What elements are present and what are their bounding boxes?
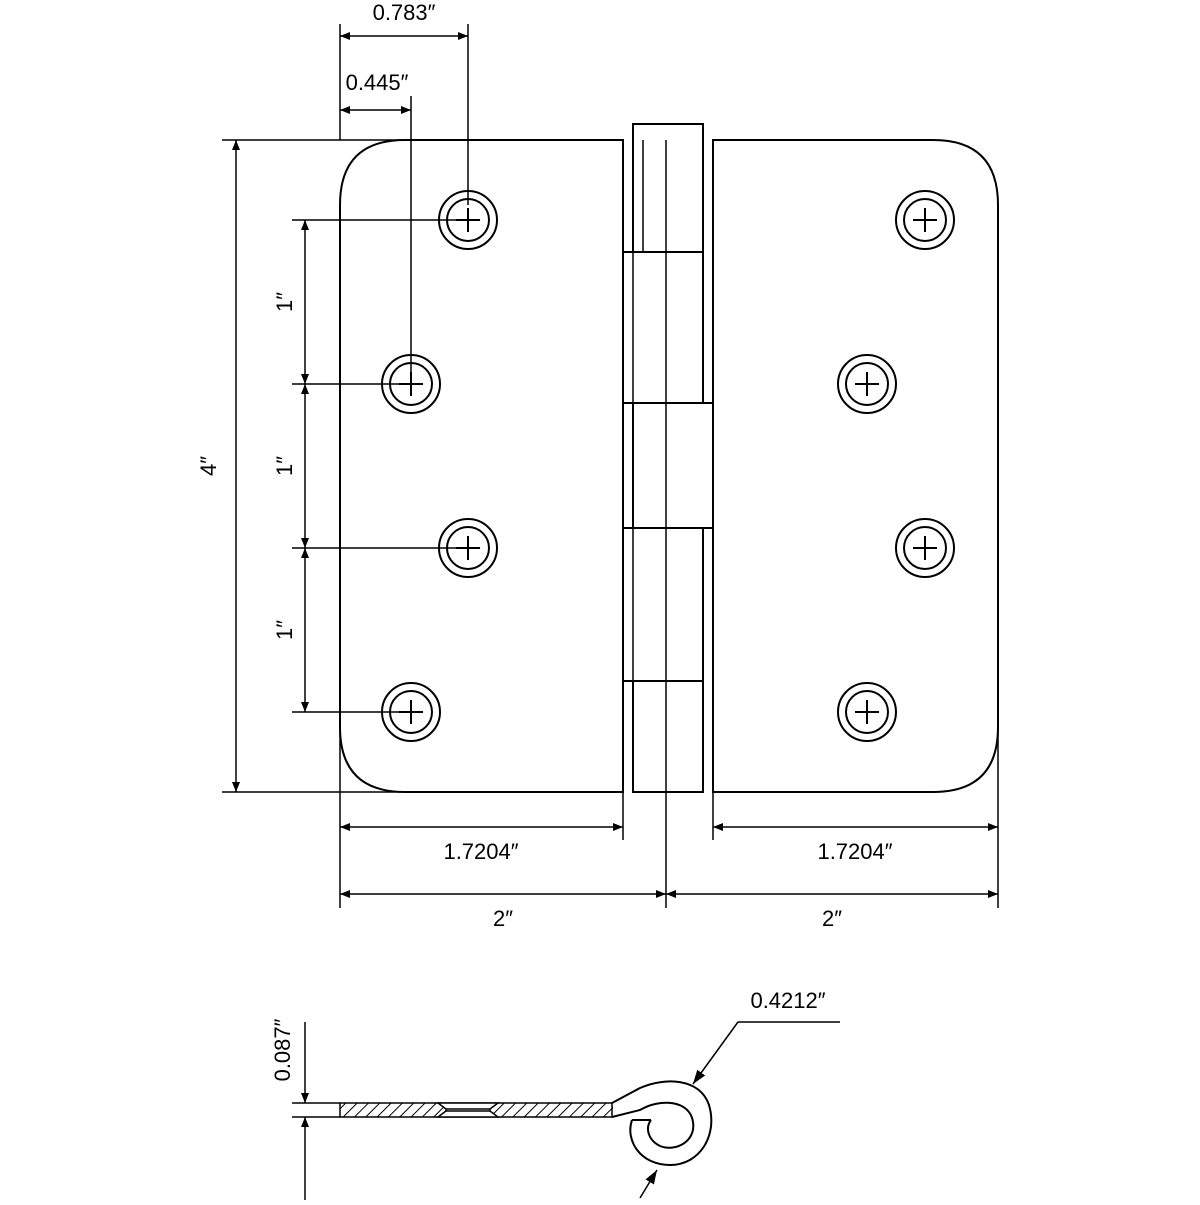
dim-label-knuckle-diameter: 0.4212″ (750, 988, 825, 1013)
dim-thickness: 0.087″ (270, 1018, 340, 1200)
dim-overall-height: 4″ (196, 139, 470, 793)
left-leaf-outline (339, 139, 624, 793)
dim-label-thickness: 0.087″ (270, 1018, 295, 1081)
dim-widths: 1.7204″ 1.7204″ 2″ 2″ (339, 727, 999, 931)
screw-holes (381, 190, 955, 742)
dim-label-spacing-2: 1″ (272, 456, 297, 476)
dim-top-offsets: 0.783″ 0.445″ (339, 0, 469, 380)
dim-label-left-flat: 1.7204″ (443, 839, 518, 864)
dim-label-spacing-1: 1″ (272, 292, 297, 312)
dim-label-0445: 0.445″ (346, 70, 409, 95)
dim-label-right-width: 2″ (822, 906, 842, 931)
hinge-cross-section (339, 1080, 713, 1167)
dim-hole-spacing: 1″ 1″ 1″ (272, 219, 468, 713)
right-leaf-hole-2 (837, 354, 897, 414)
right-leaf-hole-4 (837, 682, 897, 742)
dim-label-spacing-3: 1″ (272, 620, 297, 640)
dim-label-right-flat: 1.7204″ (817, 839, 892, 864)
dim-label-0783: 0.783″ (373, 0, 436, 25)
knuckle-barrel (622, 123, 714, 793)
dim-label-4in: 4″ (196, 456, 221, 476)
right-leaf-hole-3 (895, 518, 955, 578)
dim-label-left-width: 2″ (493, 906, 513, 931)
dim-knuckle-diameter: 0.4212″ (639, 988, 840, 1199)
right-leaf-hole-1 (895, 190, 955, 250)
